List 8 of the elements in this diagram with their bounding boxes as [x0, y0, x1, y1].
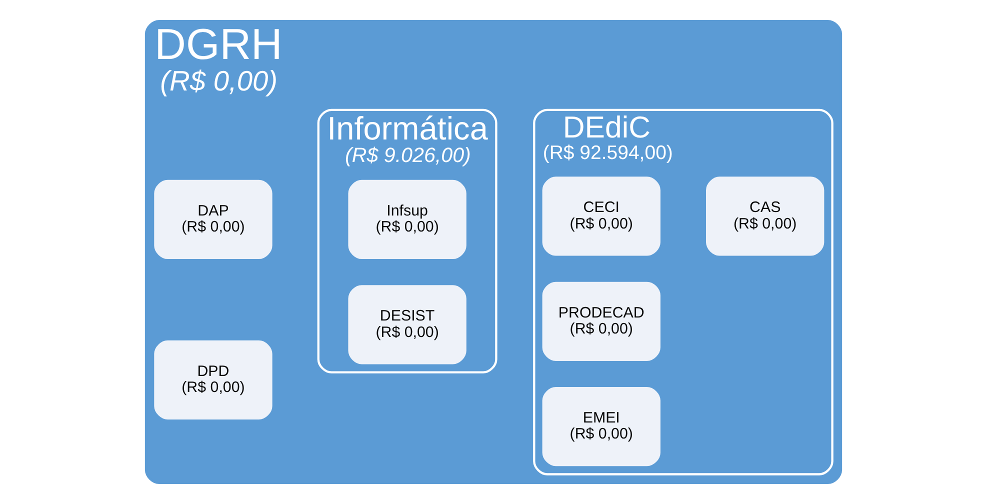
node-box: DPD (R$ 0,00): [154, 340, 272, 420]
node-box: EMEI (R$ 0,00): [542, 386, 660, 466]
node-box: DAP (R$ 0,00): [154, 180, 272, 260]
node-box: CECI (R$ 0,00): [542, 176, 660, 256]
node-box: Infsup (R$ 0,00): [348, 180, 466, 260]
node-box: DESIST (R$ 0,00): [348, 285, 466, 364]
node-box: CAS (R$ 0,00): [706, 176, 824, 256]
node-box: PRODECAD (R$ 0,00): [542, 282, 660, 361]
